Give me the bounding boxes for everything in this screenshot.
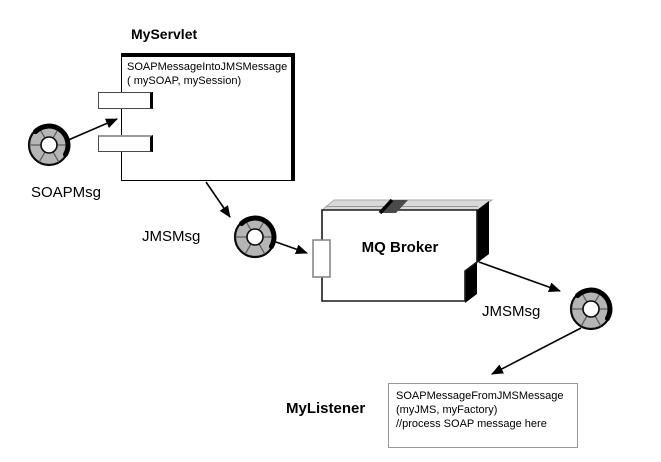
listener-code-line-3: //process SOAP message here [396,418,547,430]
arrow-jmsmsg-to-listener [491,327,582,375]
soapmsg-label: SOAPMsg [31,184,102,201]
listener-code-box: SOAPMessageFromJMSMessage (myJMS, myFact… [388,383,578,448]
jms-message-icon-2 [571,289,611,329]
broker-label: MQ Broker [361,239,439,256]
broker-input-tab-icon [312,239,331,278]
soap-message-icon [29,125,69,165]
listener-code-line-1: SOAPMessageFromJMSMessage [396,390,564,402]
servlet-code-line-1: SOAPMessageIntoJMSMessage [127,61,288,73]
jmsmsg-label-2: JMSMsg [482,303,541,320]
servlet-code-line-2: ( mySOAP, mySession) [127,75,242,87]
arrow-soapmsg-to-servlet [65,118,118,142]
arrow-servlet-to-jmsmsg [205,181,231,218]
servlet-component-box: SOAPMessageIntoJMSMessage ( mySOAP, mySe… [121,53,295,181]
servlet-title: MyServlet [131,26,198,42]
arrow-jmsmsg-to-broker [275,241,308,255]
jmsmsg-label-1: JMSMsg [142,228,201,245]
mq-broker-box-icon [312,198,494,303]
listener-title: MyListener [286,400,366,417]
broker-top-slot-icon [380,200,408,213]
jms-message-icon-1 [235,217,275,257]
component-port-icon [98,92,153,109]
arrow-broker-to-jmsmsg [478,261,561,292]
listener-code-line-2: (myJMS, myFactory) [396,404,498,416]
component-port-icon [98,135,153,152]
